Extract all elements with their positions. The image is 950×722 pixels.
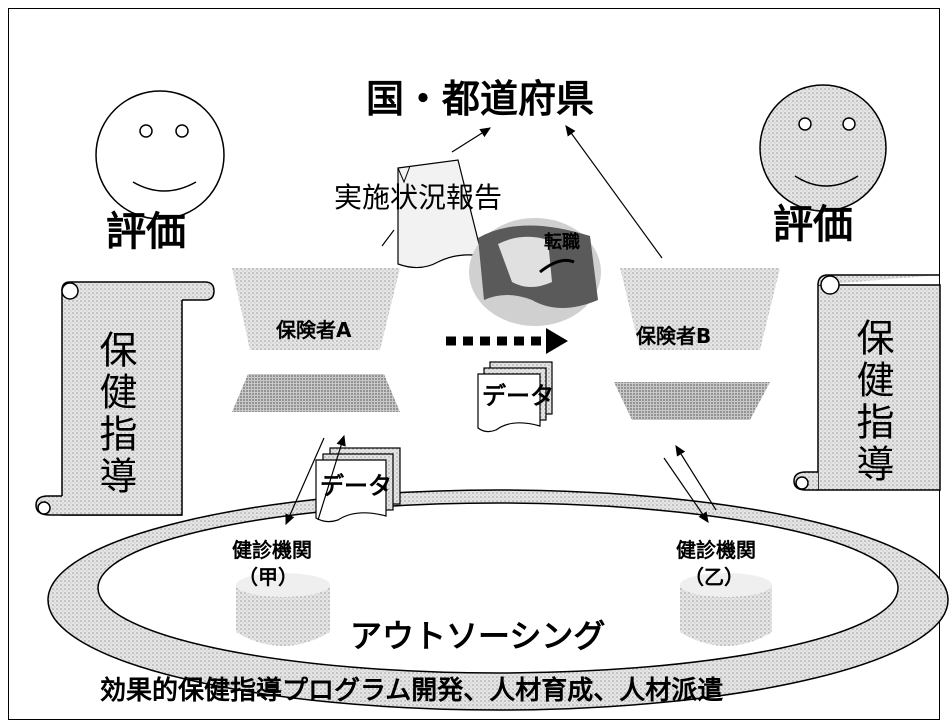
checkup-org-right-sub: （乙） xyxy=(684,565,744,589)
checkup-org-left-shape xyxy=(236,573,330,646)
job-change-label: 転職 xyxy=(544,232,580,253)
insurer-b-shape xyxy=(614,268,780,420)
flow-arrows xyxy=(285,125,717,526)
title-government: 国・都道府県 xyxy=(366,77,595,121)
scroll-icon xyxy=(793,274,941,491)
checkup-org-left-sub: （甲） xyxy=(238,565,298,589)
insurer-a-label: 保険者A xyxy=(276,318,352,342)
data-label-center: データ xyxy=(482,382,554,410)
evaluation-right: 評価 xyxy=(773,202,853,248)
health-guidance-left: 保健指導 xyxy=(93,330,137,498)
checkup-org-left-label: 健診機関 xyxy=(232,538,312,562)
insurer-a-shape xyxy=(232,268,400,412)
insurer-b-label: 保険者B xyxy=(636,324,712,348)
health-guidance-right: 保健指導 xyxy=(850,318,894,486)
data-stack-icon xyxy=(477,361,553,433)
report-label: 実施状況報告 xyxy=(334,181,503,214)
scroll-icon xyxy=(35,281,215,516)
arrow-icon xyxy=(446,328,568,354)
data-label-left: データ xyxy=(320,472,392,500)
outsourcing-label: アウトソーシング xyxy=(350,617,606,655)
footer-text: 効果的保健指導プログラム開発、人材育成、人材派遣 xyxy=(100,676,724,706)
checkup-org-right-shape xyxy=(680,573,772,646)
evaluation-left: 評価 xyxy=(106,209,186,255)
data-stack-icon xyxy=(315,447,401,523)
map-icon xyxy=(469,218,601,326)
smiley-face-icon xyxy=(759,84,887,212)
smiley-face-icon xyxy=(95,90,225,220)
checkup-org-right-label: 健診機関 xyxy=(676,538,756,562)
